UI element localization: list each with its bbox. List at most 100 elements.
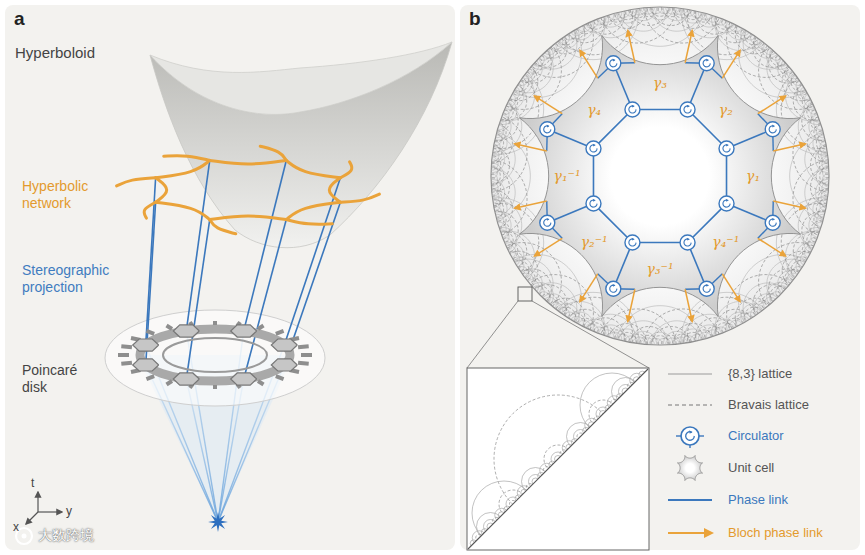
bravais-line [778,278,793,294]
bravais-line [802,241,815,259]
projection-line [186,220,209,379]
circulator [586,141,601,156]
circulator-body [606,56,621,71]
bloch-phase-link [534,96,562,114]
lattice-line [492,73,543,154]
bravais-line [514,74,528,91]
bravais-line [510,67,538,101]
bravais-line [506,243,561,307]
bloch-phase-link [628,31,635,63]
bravais-line [644,8,719,43]
bravais-line [493,203,538,274]
bloch-phase-link [722,274,740,302]
legend-text: Phase link [728,492,788,508]
bravais-line [694,330,713,342]
bravais-line [639,335,658,345]
bravais-line [497,113,509,131]
gear-cell [271,339,297,351]
bravais-line [705,327,723,339]
bravais-line [727,275,791,330]
projection-source [208,512,228,532]
bravais-line [735,313,753,327]
lattice-line [680,329,706,344]
circulator [586,196,601,211]
bloch-phase-link [685,289,692,321]
network-link [286,160,340,177]
network-link [156,202,210,219]
gear-tooth [146,331,154,334]
lattice-line [491,182,498,196]
lattice-line [738,30,806,98]
circulator-arrowhead [689,430,692,433]
bravais-line [493,134,504,153]
network-spur [210,220,236,234]
circulator [606,56,621,71]
lattice-line [813,196,828,222]
circulator-body [719,196,734,211]
bloch-phase-link [758,238,786,256]
lattice-vector-label: γ₂ [719,102,733,119]
lattice-line [503,101,512,114]
bravais-line [819,177,829,196]
bravais-line [807,103,820,121]
projection-line [244,220,287,379]
circulator [699,281,714,296]
panel-letter: a [5,5,34,33]
bravais-line [759,46,814,110]
legend-sample-line [668,499,712,501]
circulator-body [765,122,780,137]
bravais-line [569,17,604,43]
lattice-vector-label: γ₂⁻¹ [581,233,608,250]
gear-ring [140,329,290,381]
bravais-line [818,144,828,163]
gear-tooth [298,346,309,347]
circulator-arrowhead [632,105,634,108]
bravais-line [550,301,567,316]
lattice-line [776,198,827,279]
lattice-line [499,99,516,124]
bravais-line [504,241,517,259]
circulator [699,56,714,71]
circulator [680,102,695,117]
watermark: 大数跨境 [38,527,94,544]
circulator-arrowhead [547,125,549,128]
legend-text: {8,3} lattice [728,366,792,382]
bravais-line [687,297,758,342]
gear-tooth [298,363,309,364]
network-spur [164,156,210,161]
disk-boundary [468,369,648,549]
lattice-line [555,304,579,324]
network-link [210,160,287,164]
bravais-line [639,7,658,17]
bravais-line [716,309,751,335]
axis-label: x [13,520,19,534]
unit-cell [519,35,800,316]
gear-tooth [301,353,312,357]
circulator [681,427,699,445]
bravais-line [607,330,626,342]
circulator-arrowhead [593,144,595,147]
bloch-phase-link [515,201,547,208]
circulator-arrowhead [706,58,708,61]
bravais-line [534,50,550,66]
lattice-line [514,30,582,98]
axis-label: y [66,504,72,518]
gear-cell [133,339,159,351]
lattice-line [557,8,638,59]
lattice-line [800,253,810,266]
lattice-line [682,8,763,59]
projection-line [284,178,340,345]
legend-sample-arrow [668,532,712,534]
gear-tooth [121,346,132,347]
bravais-line [500,103,513,121]
bravais-line [495,210,507,229]
gear-tooth [146,376,154,379]
lattice-line [569,312,593,331]
bravais-line [781,203,826,274]
bravais-line [744,307,761,321]
lattice-line [808,101,817,114]
bravais-line [793,85,819,120]
bravais-line [497,221,509,239]
network-spur [117,178,156,186]
bravais-line [558,307,575,321]
